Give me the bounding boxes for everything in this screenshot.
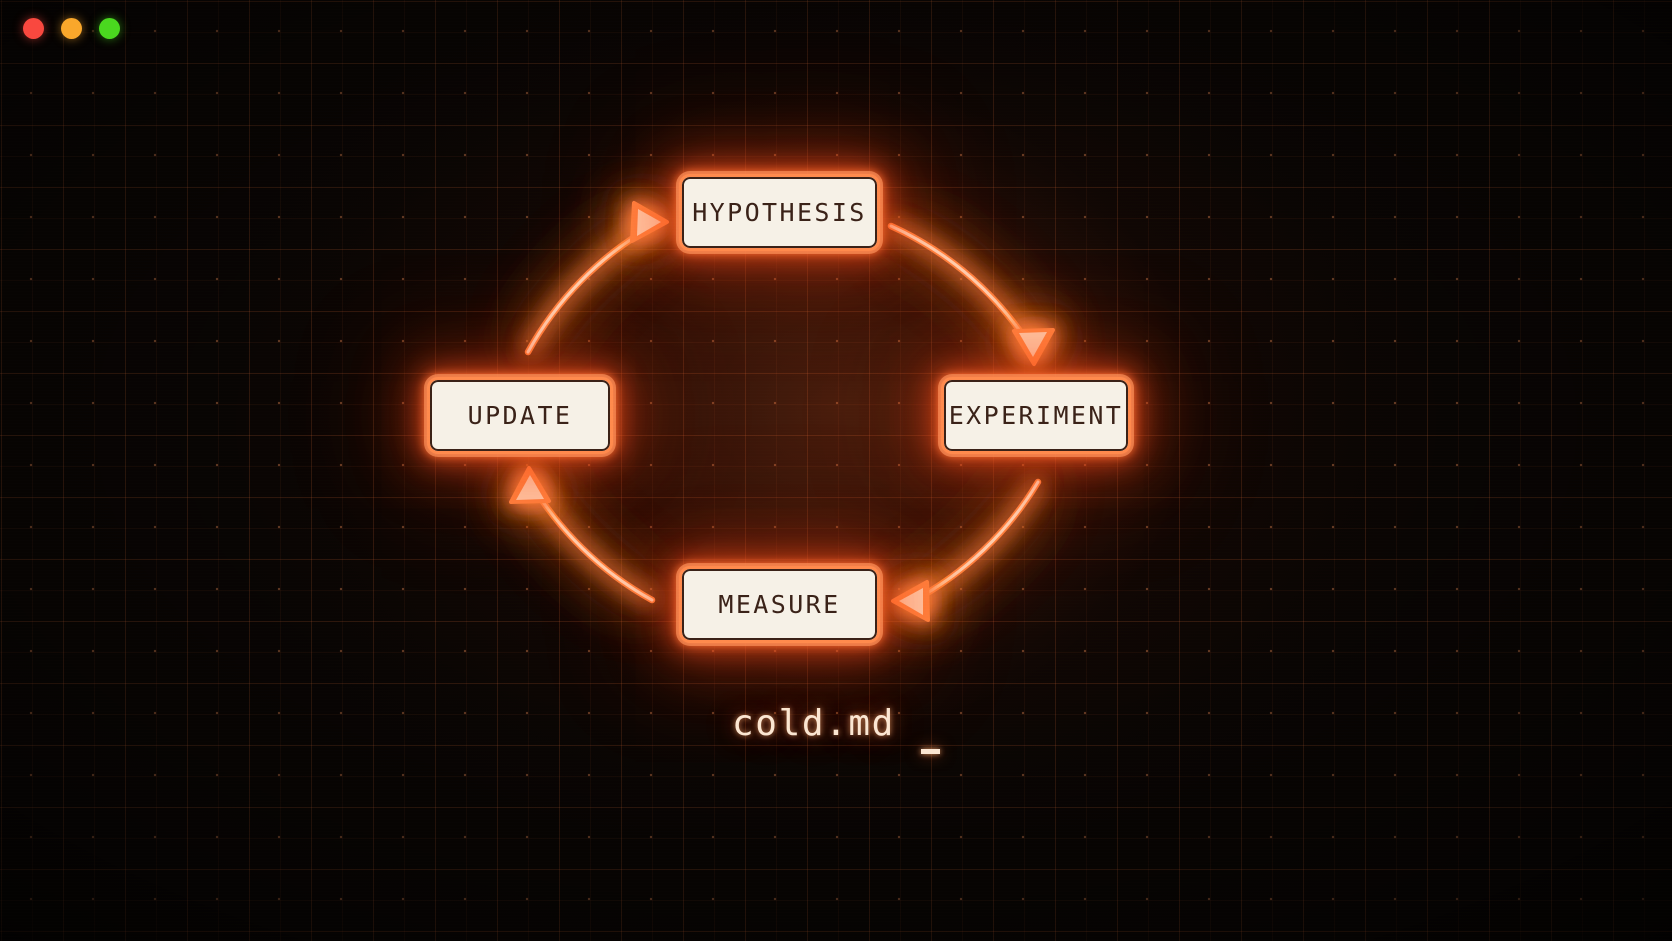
node-measure[interactable]: MEASURE <box>679 566 880 643</box>
minimize-button[interactable] <box>61 17 82 39</box>
node-update-label: UPDATE <box>467 401 573 430</box>
node-experiment[interactable]: EXPERIMENT <box>941 377 1131 454</box>
node-hypothesis[interactable]: HYPOTHESIS <box>679 174 880 251</box>
node-measure-label: MEASURE <box>718 590 841 619</box>
close-button[interactable] <box>23 17 44 39</box>
node-hypothesis-label: HYPOTHESIS <box>692 198 867 227</box>
maximize-button[interactable] <box>99 17 120 39</box>
node-update[interactable]: UPDATE <box>427 377 613 454</box>
node-experiment-label: EXPERIMENT <box>948 401 1124 430</box>
window-titlebar <box>0 0 1672 56</box>
